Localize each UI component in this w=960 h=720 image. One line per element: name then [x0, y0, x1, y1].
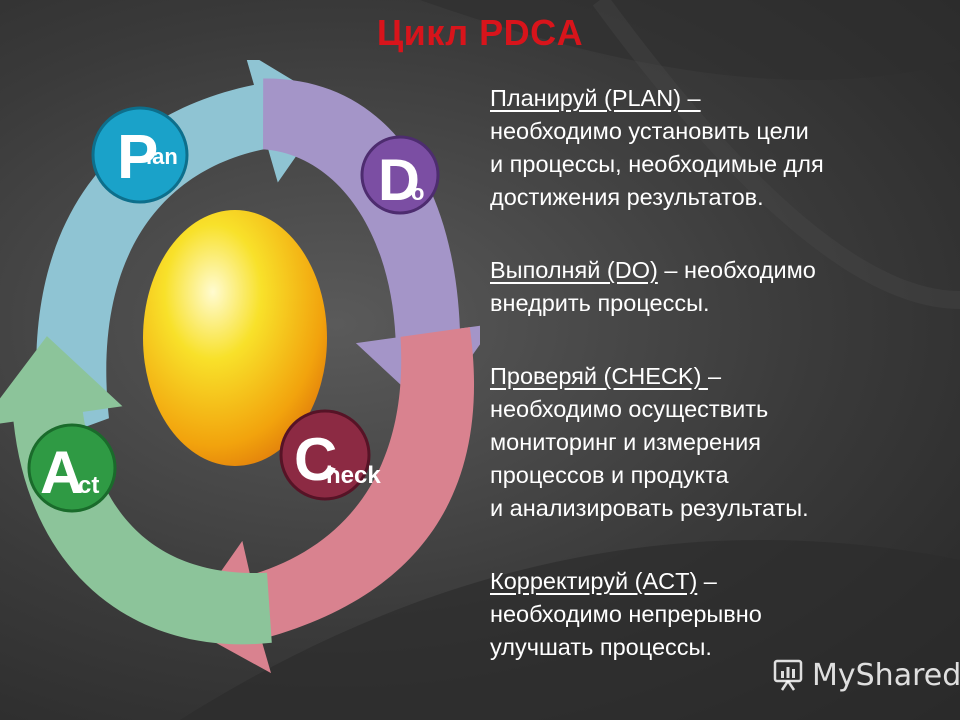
- act-letter: A: [40, 439, 83, 506]
- plan-letter: P: [117, 123, 158, 192]
- do-badge: D o: [360, 135, 440, 215]
- check-dash: –: [707, 363, 722, 389]
- plan-description: Планируй (PLAN) – необходимо установить …: [490, 82, 952, 214]
- plan-suffix: lan: [146, 144, 178, 169]
- plan-text: необходимо установить цели и процессы, н…: [490, 118, 824, 210]
- watermark-text: MyShared: [812, 657, 960, 693]
- plan-heading: Планируй (PLAN) –: [490, 85, 701, 111]
- do-dash: –: [657, 257, 684, 283]
- act-badge: A ct: [27, 423, 117, 513]
- act-suffix: ct: [78, 472, 99, 499]
- do-description: Выполняй (DO) – необходимо внедрить проц…: [490, 254, 952, 320]
- check-letter: C: [294, 426, 337, 493]
- core-ellipse: [143, 210, 327, 466]
- slide-title: Цикл PDCA: [376, 12, 584, 53]
- check-description: Проверяй (CHECK) – необходимо осуществит…: [490, 360, 952, 525]
- presentation-icon: [773, 659, 803, 691]
- do-arrow: [263, 78, 480, 414]
- act-heading: Корректируй (ACT): [490, 568, 698, 594]
- act-text: необходимо непрерывно улучшать процессы.: [490, 601, 762, 660]
- check-badge: C heck: [279, 409, 381, 501]
- pdca-descriptions: Планируй (PLAN) – необходимо установить …: [490, 82, 952, 704]
- do-suffix: o: [411, 180, 424, 205]
- do-letter: D: [378, 148, 420, 213]
- do-heading: Выполняй (DO): [490, 257, 658, 283]
- watermark: MyShared: [772, 655, 960, 695]
- plan-arrow: [36, 60, 333, 443]
- plan-badge: P lan: [91, 106, 189, 204]
- act-description: Корректируй (ACT) – необходимо непрерывн…: [490, 565, 952, 664]
- check-suffix: heck: [326, 462, 381, 489]
- check-heading: Проверяй (CHECK): [490, 363, 708, 389]
- do-text: необходимо внедрить процессы.: [490, 257, 816, 316]
- check-text: необходимо осуществить мониторинг и изме…: [490, 396, 809, 521]
- act-arrow: [0, 336, 272, 645]
- act-dash: –: [697, 568, 717, 594]
- pdca-cycle-diagram: P lan D o C heck A ct: [0, 60, 480, 674]
